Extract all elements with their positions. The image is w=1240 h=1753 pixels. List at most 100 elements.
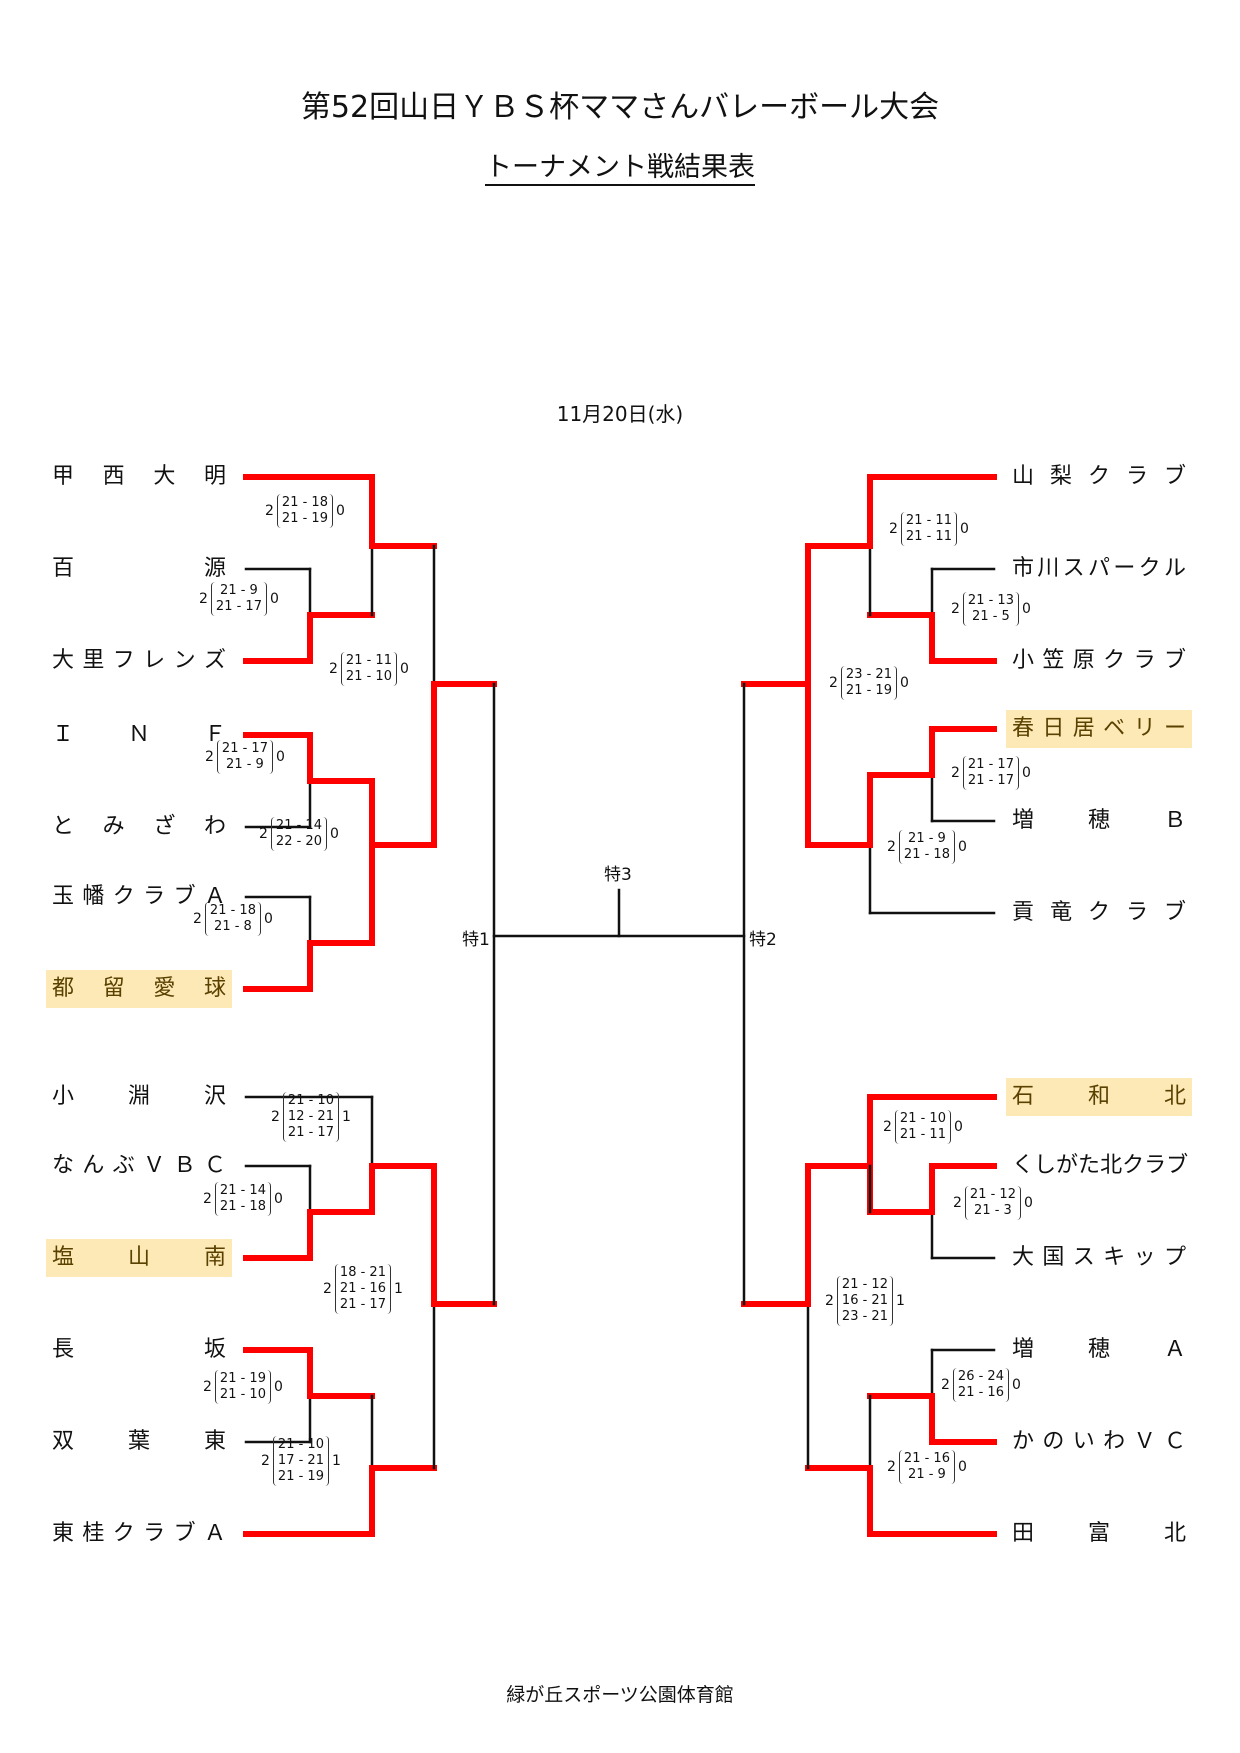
team-right-7: くしがた北クラブ: [1006, 1147, 1192, 1185]
team-name-char: ラ: [143, 884, 166, 909]
label-toku3: 特3: [604, 865, 632, 885]
team-name-char: 球: [203, 976, 226, 1001]
team-name-char: ク: [1087, 900, 1110, 925]
team-name-char: ク: [112, 1521, 135, 1546]
set-score: 21 - 9: [908, 1467, 946, 1482]
set-score: 21 - 17: [339, 1297, 386, 1312]
label-toku1: 特1: [462, 930, 490, 950]
team-left-7: 小淵沢: [46, 1078, 232, 1116]
team-left-1: 百源: [46, 550, 232, 588]
team-name-char: 玉: [52, 884, 75, 909]
team-name-char: ル: [1163, 556, 1186, 581]
team-right-0: 山梨クラブ: [1006, 458, 1192, 496]
team-name-char: ッ: [1133, 1245, 1156, 1270]
team-left-9: 塩山南: [46, 1239, 232, 1277]
team-name-char: ブ: [1166, 1153, 1189, 1178]
winner-sets: 2: [203, 1191, 212, 1207]
winner-sets: 2: [203, 1379, 212, 1395]
team-name-char: ん: [82, 1153, 105, 1178]
team-name-char: 幡: [82, 884, 105, 909]
winner-sets: 2: [261, 1453, 270, 1469]
team-name-char: 東: [52, 1521, 75, 1546]
team-left-6: 都留愛球: [46, 970, 232, 1008]
team-name-char: ー: [1113, 556, 1136, 581]
team-name-char: ク: [1122, 1153, 1145, 1178]
set-score: 21 - 19: [277, 1469, 324, 1484]
team-name-char: ン: [173, 648, 196, 673]
winner-sets: 2: [265, 503, 274, 519]
team-name-char: 増: [1012, 808, 1035, 833]
winner-sets: 2: [887, 839, 896, 855]
team-name-char: ラ: [1144, 1153, 1167, 1178]
team-right-1: 市川スパークル: [1006, 550, 1192, 588]
set-score: 21 - 11: [345, 653, 392, 668]
team-name-char: 北: [1163, 1521, 1186, 1546]
set-score: 23 - 21: [841, 1309, 888, 1324]
team-name-char: ブ: [1163, 464, 1186, 489]
loser-sets: 1: [341, 1109, 351, 1125]
team-right-5: 貢竜クラブ: [1006, 894, 1192, 932]
match-date: 11月20日(水): [556, 402, 684, 426]
team-name-char: ざ: [153, 814, 176, 839]
team-name-char: ラ: [143, 1521, 166, 1546]
loser-sets: 0: [273, 1379, 283, 1395]
set-score: 21 - 18: [209, 903, 256, 918]
team-left-0: 甲西大明: [46, 458, 232, 496]
winner-sets: 2: [951, 601, 960, 617]
team-right-3: 春日居ベリー: [1006, 710, 1192, 748]
set-score: 21 - 18: [903, 847, 950, 862]
set-score: 21 - 9: [220, 583, 258, 598]
set-score: 21 - 18: [281, 495, 328, 510]
set-score: 12 - 21: [287, 1109, 334, 1124]
set-score: 16 - 21: [841, 1293, 888, 1308]
set-score: 21 - 17: [967, 773, 1014, 788]
team-name-char: 大: [153, 464, 176, 489]
team-name-char: ラ: [1133, 648, 1156, 673]
team-name-char: 北: [1163, 1084, 1186, 1109]
team-name-char: 長: [52, 1337, 75, 1362]
loser-sets: 0: [957, 839, 967, 855]
team-name-char: ブ: [1163, 648, 1186, 673]
team-name-char: Ｂ: [1163, 808, 1186, 833]
team-right-11: 田富北: [1006, 1515, 1192, 1553]
team-name-char: 源: [203, 556, 226, 581]
team-name-char: キ: [1103, 1245, 1126, 1270]
loser-sets: 0: [269, 591, 279, 607]
team-name-char: Ｃ: [203, 1153, 226, 1178]
set-score: 21 - 5: [972, 609, 1010, 624]
team-name-char: ズ: [203, 648, 226, 673]
page-subtitle: トーナメント戦結果表: [0, 145, 1240, 186]
team-name-char: 南: [203, 1245, 226, 1270]
team-name-char: Ａ: [203, 1521, 226, 1546]
team-name-char: リ: [1133, 716, 1156, 741]
team-name-char: 大: [1012, 1245, 1035, 1270]
winner-sets: 2: [889, 521, 898, 537]
team-right-2: 小笠原クラブ: [1006, 642, 1192, 680]
team-right-6: 石和北: [1006, 1078, 1192, 1116]
winner-sets: 2: [205, 749, 214, 765]
team-name-char: 愛: [153, 976, 176, 1001]
winner-sets: 2: [271, 1109, 280, 1125]
set-score: 26 - 24: [957, 1369, 1004, 1384]
team-left-11: 双葉東: [46, 1423, 232, 1461]
team-name-char: 穂: [1087, 1337, 1110, 1362]
loser-sets: 0: [959, 521, 969, 537]
winner-sets: 2: [941, 1377, 950, 1393]
team-name-char: ス: [1072, 1245, 1095, 1270]
